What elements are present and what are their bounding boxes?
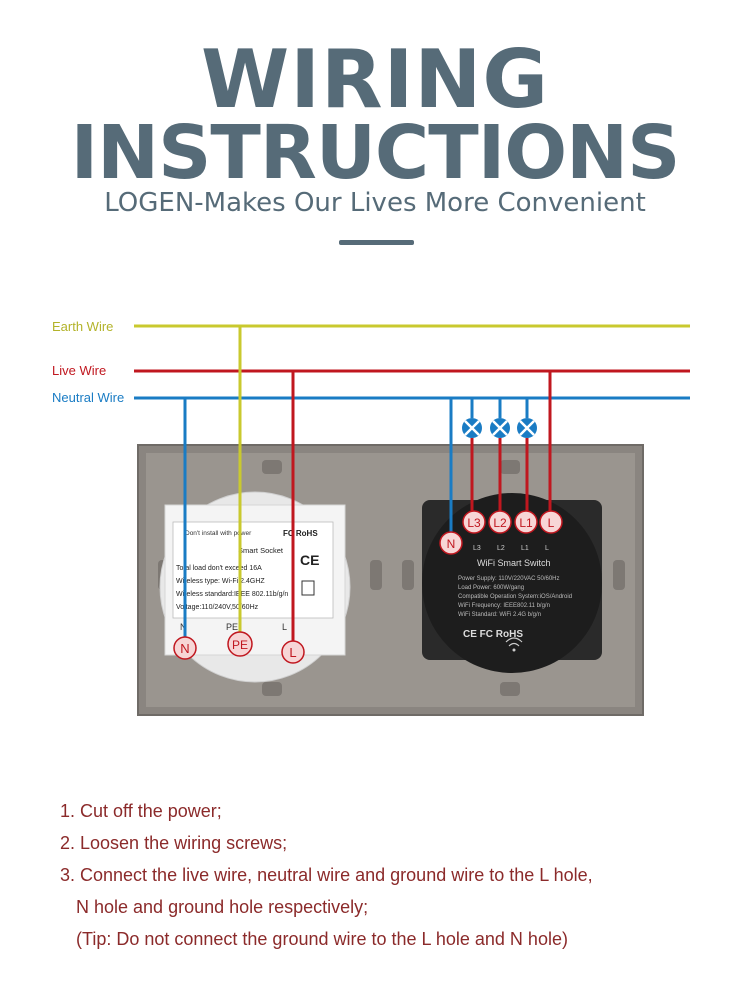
switch-tag-l2-text: L2 — [493, 516, 507, 530]
step-note: (Tip: Do not connect the ground wire to … — [76, 929, 568, 949]
wiring-diagram: Don't install with power FC RoHS Smart S… — [0, 300, 750, 730]
live-wire-label: Live Wire — [52, 363, 107, 378]
subtitle: LOGEN-Makes Our Lives More Convenient — [104, 188, 646, 218]
switch-spec: Power Supply: 110V/220VAC 50/60Hz — [458, 576, 560, 582]
socket-terminal-n: N — [180, 622, 187, 632]
switch-cert: CE FC RoHS — [463, 629, 523, 640]
switch-tag-l — [539, 510, 563, 534]
wiring-diagram-svg: Don't install with power FC RoHS Smart S… — [134, 324, 690, 716]
weee-bin-icon — [301, 580, 315, 596]
socket-terminal-l: L — [282, 622, 287, 632]
mount-slot — [613, 560, 625, 590]
switch-tag-n — [439, 531, 463, 555]
earth-wire-label: Earth Wire — [52, 319, 114, 334]
switch-module-round — [422, 493, 602, 673]
mount-slot — [500, 682, 520, 696]
socket-terminal-pe: PE — [226, 622, 238, 632]
mount-slot — [500, 460, 520, 474]
switch-product: WiFi Smart Switch — [477, 558, 551, 568]
page-title-line2: INSTRUCTIONS — [70, 110, 681, 196]
mount-slot — [262, 460, 282, 474]
switch-tag-n-text: N — [447, 537, 456, 551]
switch-tag-l1-text: L1 — [519, 516, 533, 530]
lamp-icon — [490, 418, 510, 438]
switch-tag-l1 — [514, 510, 538, 534]
socket-spec: Voltage:110/240V,50/60Hz — [176, 604, 259, 611]
socket-ce-mark: CE — [300, 552, 319, 568]
switch-tag-l3 — [462, 510, 486, 534]
socket-warning: Don't install with power — [185, 530, 252, 537]
step-item: 2. Loosen the wiring screws; — [60, 833, 288, 853]
switch-tag-l2 — [488, 510, 512, 534]
switch-spec: WiFi Standard: WiFi 2.4G b/g/n — [458, 612, 541, 618]
socket-tag-pe-text: PE — [232, 638, 248, 652]
instruction-steps: 1. Cut off the power; 2. Loosen the wiri… — [60, 795, 740, 955]
wifi-icon-dot — [512, 648, 516, 652]
socket-tag-l — [281, 640, 305, 664]
socket-tag-n — [173, 636, 197, 660]
switch-terminal-label: L1 — [521, 545, 529, 552]
step-item: N hole and ground hole respectively; — [76, 897, 369, 917]
socket-spec: Wireless standard:IEEE 802.11b/g/n — [176, 591, 288, 598]
switch-terminal-label: L2 — [497, 545, 505, 552]
switch-spec: WiFi Frequency: IEEE802.11 b/g/n — [458, 603, 550, 609]
switch-tag-l-text: L — [548, 516, 555, 530]
page-title-line1: WIRING — [201, 33, 549, 126]
socket-tag-pe — [227, 631, 253, 657]
lamp-icon — [517, 418, 537, 438]
step-item: 1. Cut off the power; — [60, 801, 222, 821]
socket-spec: Wireless type: Wi-Fi 2.4GHZ — [176, 578, 265, 585]
mount-slot — [262, 682, 282, 696]
lamp-icon — [462, 418, 482, 438]
socket-product: Smart Socket — [238, 546, 284, 555]
socket-cert: FC RoHS — [283, 529, 318, 538]
step-item: 3. Connect the live wire, neutral wire a… — [60, 865, 593, 885]
mount-slot — [370, 560, 382, 590]
socket-label — [172, 521, 334, 619]
wifi-icon — [505, 637, 523, 647]
socket-tag-n-text: N — [180, 641, 189, 656]
switch-spec: Compatible Operation System:iOS/Android — [458, 594, 572, 600]
divider — [339, 240, 414, 245]
switch-terminal-label: L3 — [473, 545, 481, 552]
socket-tag-l-text: L — [289, 645, 296, 660]
socket-spec: Total load don't exceed 16A — [176, 565, 262, 572]
neutral-wire-label: Neutral Wire — [52, 390, 125, 405]
switch-tag-l3-text: L3 — [467, 516, 481, 530]
mount-slot — [402, 560, 414, 590]
switch-spec: Load Power: 600W/gang — [458, 585, 524, 591]
switch-terminal-label: L — [545, 545, 549, 552]
